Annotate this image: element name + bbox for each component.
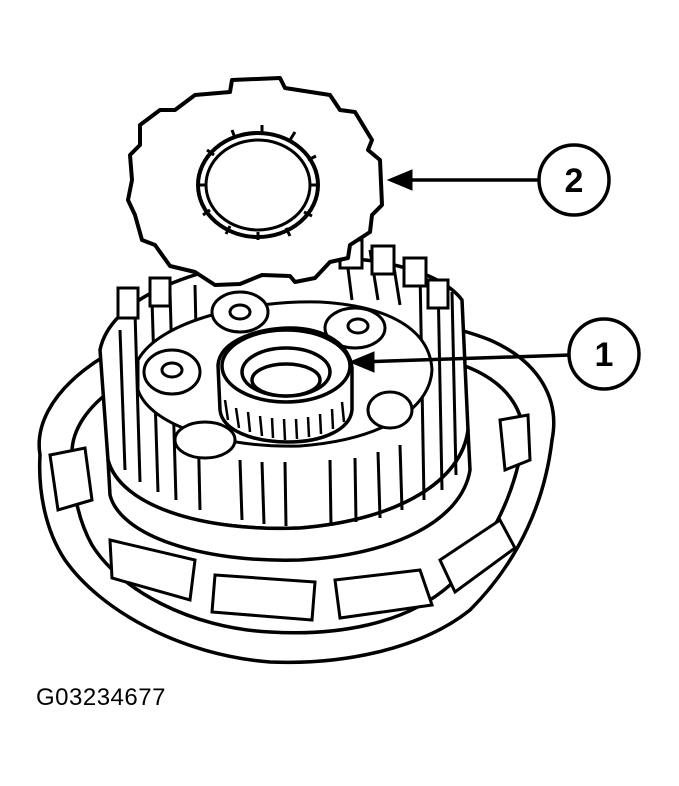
figure-id: G03234677	[36, 684, 166, 711]
callout-leaders	[359, 178, 571, 364]
callout-2-circle	[537, 143, 611, 217]
clutch-plate	[126, 76, 384, 287]
callout-1: 1	[567, 317, 641, 391]
callout-arrowheads	[348, 169, 413, 373]
base-slots	[48, 413, 532, 622]
callout-1-circle	[567, 317, 641, 391]
sun-gear-teeth	[223, 399, 346, 441]
sun-gear-bearing	[216, 326, 354, 444]
callout-2: 2	[537, 143, 611, 217]
callout-1-label: 1	[595, 336, 614, 374]
callout-2-label: 2	[565, 162, 584, 200]
clutch-plate-splines	[198, 125, 318, 240]
planet-bosses	[142, 290, 414, 460]
